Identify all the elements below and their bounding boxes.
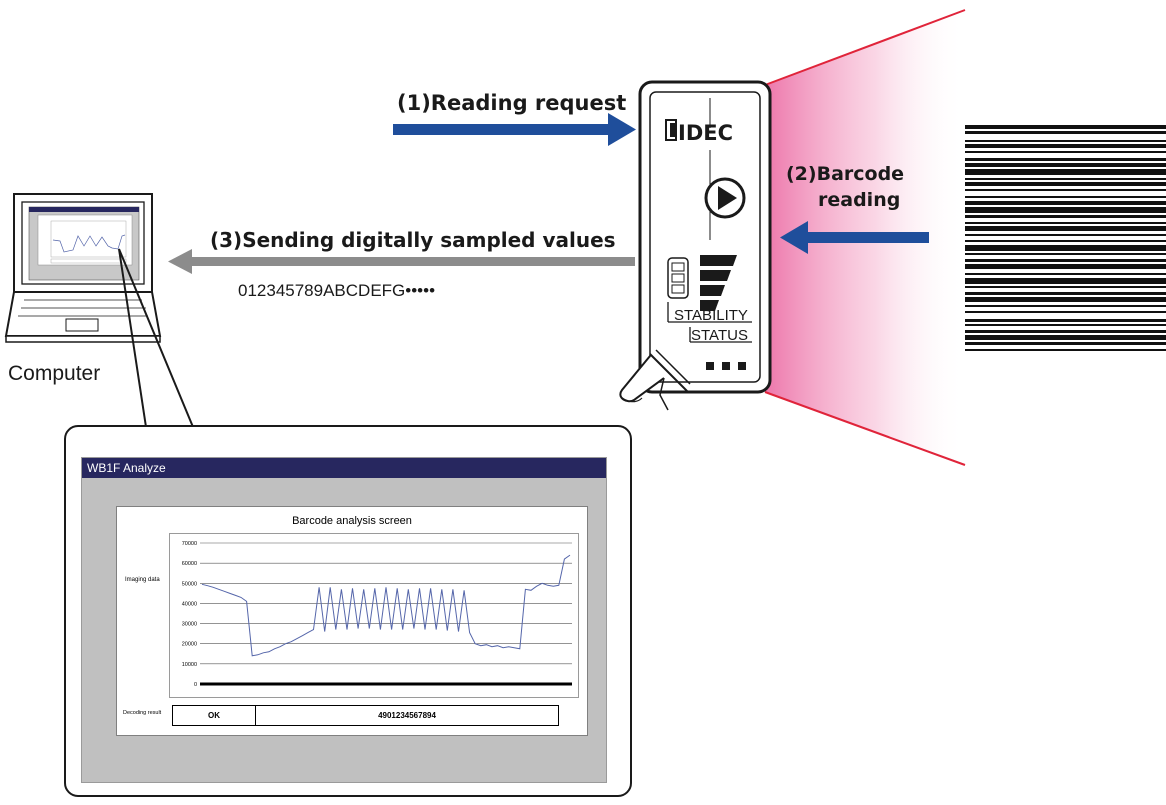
barcode-bar <box>965 330 1166 333</box>
barcode-bar <box>965 264 1166 269</box>
barcode-bar <box>965 140 1166 142</box>
analyzer-window: WB1F Analyze Barcode analysis screen Ima… <box>81 457 607 783</box>
barcode-bar <box>965 253 1166 255</box>
y-tick-label: 0 <box>194 682 197 688</box>
stability-label: STABILITY <box>674 307 748 324</box>
reading-request-arrow <box>393 113 636 146</box>
barcode-bar <box>965 305 1166 307</box>
barcode-bar <box>965 226 1166 231</box>
barcode-bar <box>965 158 1166 161</box>
decode-status-cell: OK <box>172 705 256 726</box>
barcode-bar <box>965 169 1166 175</box>
sending-values-arrow <box>168 249 635 274</box>
callout-line-left <box>118 248 147 428</box>
barcode-bar <box>965 245 1166 251</box>
decoded-code-cell: 4901234567894 <box>255 705 559 726</box>
stability-bars-icon <box>667 257 689 299</box>
beam-upper-edge <box>764 9 966 86</box>
barcode-bar <box>965 201 1166 205</box>
idec-logo: IDEC <box>665 119 733 145</box>
y-tick-label: 60000 <box>182 561 197 567</box>
laptop-icon <box>4 193 162 343</box>
y-tick-label: 10000 <box>182 662 197 668</box>
device-cable <box>619 349 691 411</box>
analysis-panel: Barcode analysis screen Imaging data 0 10… <box>116 506 588 736</box>
barcode-bar <box>965 222 1166 224</box>
barcode-bar <box>965 189 1166 191</box>
sampled-string: 012345789ABCDEFG••••• <box>238 281 435 300</box>
barcode-bar <box>965 342 1166 345</box>
waveform-line <box>201 554 571 657</box>
y-tick-label: 50000 <box>182 581 197 587</box>
panel-title: Barcode analysis screen <box>292 515 412 527</box>
barcode-bar <box>965 292 1166 295</box>
barcode-bar <box>965 259 1166 262</box>
barcode-bar <box>965 196 1166 198</box>
sending-values-label: (3)Sending digitally sampled values <box>210 228 616 252</box>
barcode-bar <box>965 131 1166 134</box>
imaging-data-label: Imaging data <box>125 577 160 583</box>
status-leds <box>706 362 746 370</box>
waveform-chart-svg: 0 10000 20000 30000 40000 50000 60000 70000 <box>182 541 572 688</box>
computer-label: Computer <box>8 362 100 385</box>
beam-lower-edge <box>764 391 966 466</box>
barcode-bar <box>965 286 1166 288</box>
signal-indicator-icon <box>700 255 737 311</box>
barcode-graphic <box>965 125 1166 351</box>
status-label: STATUS <box>691 327 748 344</box>
barcode-bar <box>965 278 1166 284</box>
y-tick-label: 30000 <box>182 622 197 628</box>
barcode-reader-device: IDEC STABILITY STATUS <box>619 80 772 411</box>
brand-logo-text: IDEC <box>678 121 733 145</box>
barcode-reading-label-1: (2)Barcode <box>786 163 904 185</box>
barcode-bar <box>965 125 1166 129</box>
barcode-bar <box>965 215 1166 218</box>
barcode-bar <box>965 240 1166 242</box>
callout-line-right <box>118 248 194 428</box>
barcode-bar <box>965 234 1166 236</box>
decoding-result-label: Decoding result <box>123 710 162 716</box>
waveform-chart: 0 10000 20000 30000 40000 50000 60000 70000 <box>169 533 579 698</box>
barcode-reading-arrow <box>780 221 929 254</box>
barcode-bar <box>965 182 1166 186</box>
barcode-bar <box>965 297 1166 302</box>
barcode-bar <box>965 144 1166 148</box>
reading-request-label: (1)Reading request <box>397 91 626 115</box>
barcode-bar <box>965 349 1166 351</box>
barcode-bar <box>965 273 1166 275</box>
barcode-bar <box>965 311 1166 313</box>
barcode-bar <box>965 324 1166 326</box>
play-icon[interactable] <box>704 177 746 219</box>
zoom-callout: WB1F Analyze Barcode analysis screen Ima… <box>64 425 632 797</box>
barcode-bar <box>965 335 1166 340</box>
barcode-bar <box>965 151 1166 153</box>
barcode-bar <box>965 178 1166 180</box>
barcode-bar <box>965 319 1166 322</box>
barcode-bar <box>965 163 1166 167</box>
y-tick-label: 20000 <box>182 642 197 648</box>
y-tick-label: 70000 <box>182 541 197 547</box>
y-tick-label: 40000 <box>182 601 197 607</box>
window-titlebar: WB1F Analyze <box>82 458 606 478</box>
barcode-reading-label-2: reading <box>818 189 900 211</box>
barcode-bar <box>965 207 1166 213</box>
